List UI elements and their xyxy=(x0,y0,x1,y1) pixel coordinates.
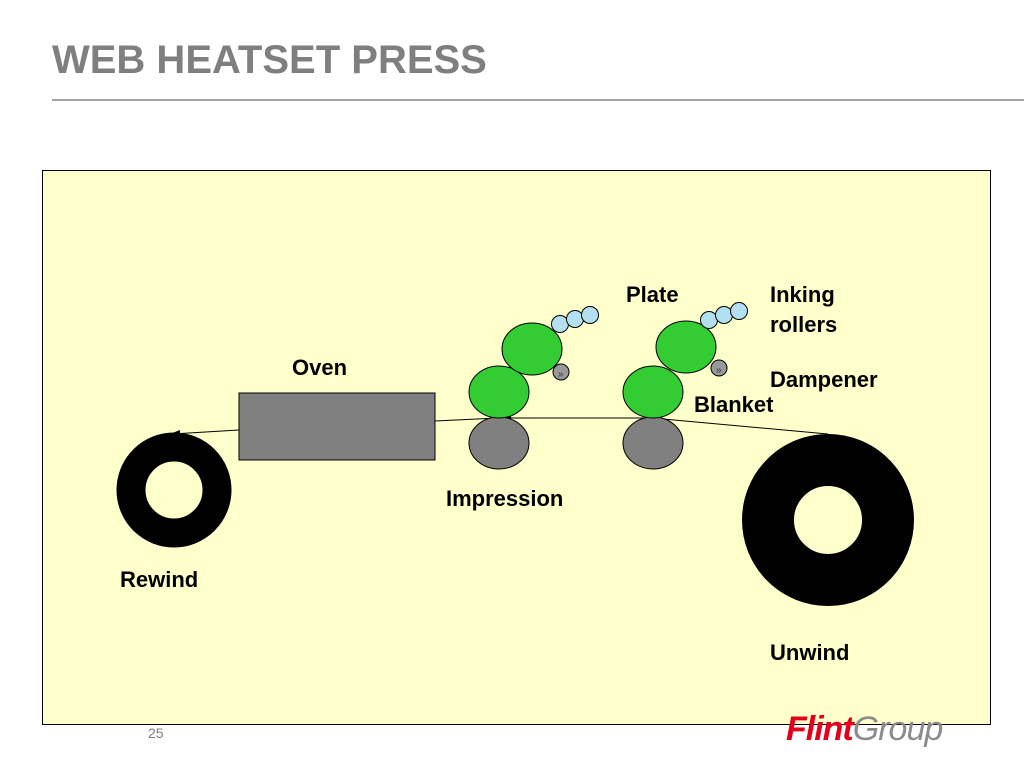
label-blanket: Blanket xyxy=(694,392,774,417)
inking-roller-1a xyxy=(551,315,569,333)
dampener-roller-1 xyxy=(552,363,570,381)
label-dampener: Dampener xyxy=(770,367,878,392)
label-plate: Plate xyxy=(626,282,679,307)
impression-cylinder-2 xyxy=(622,416,684,470)
inking-roller-2b xyxy=(715,306,733,324)
oven-box xyxy=(238,392,436,461)
logo-brand: Flint xyxy=(786,710,854,748)
blanket-cylinder-2 xyxy=(622,365,684,419)
inking-roller-1b xyxy=(566,310,584,328)
label-impression: Impression xyxy=(446,486,564,511)
impression-cylinder-1 xyxy=(468,416,530,470)
label-rewind: Rewind xyxy=(120,567,199,592)
inking-roller-2c xyxy=(730,302,748,320)
dampener-roller-2-mark: » xyxy=(716,365,722,376)
inking-roller-1c xyxy=(581,306,599,324)
label-inking-line1: Inking xyxy=(770,282,835,307)
title-divider xyxy=(52,99,1024,101)
inking-roller-2a xyxy=(700,311,718,329)
label-unwind: Unwind xyxy=(770,640,850,665)
label-inking-line2: rollers xyxy=(770,312,838,337)
label-oven: Oven xyxy=(292,355,348,380)
dampener-roller-1-mark: » xyxy=(558,369,564,380)
web-line-unwind-to-unit2 xyxy=(651,417,829,435)
rewind-reel xyxy=(116,432,232,548)
logo-suffix: Group xyxy=(852,710,943,748)
page-title: WEB HEATSET PRESS xyxy=(52,38,487,82)
page-number: 25 xyxy=(148,725,164,741)
blanket-cylinder-1 xyxy=(468,365,530,419)
dampener-roller-2 xyxy=(710,359,728,377)
unwind-reel xyxy=(742,434,914,606)
plate-cylinder-2 xyxy=(655,320,717,374)
plate-cylinder-1 xyxy=(501,322,563,376)
flint-group-logo: Flint Group xyxy=(786,710,943,750)
